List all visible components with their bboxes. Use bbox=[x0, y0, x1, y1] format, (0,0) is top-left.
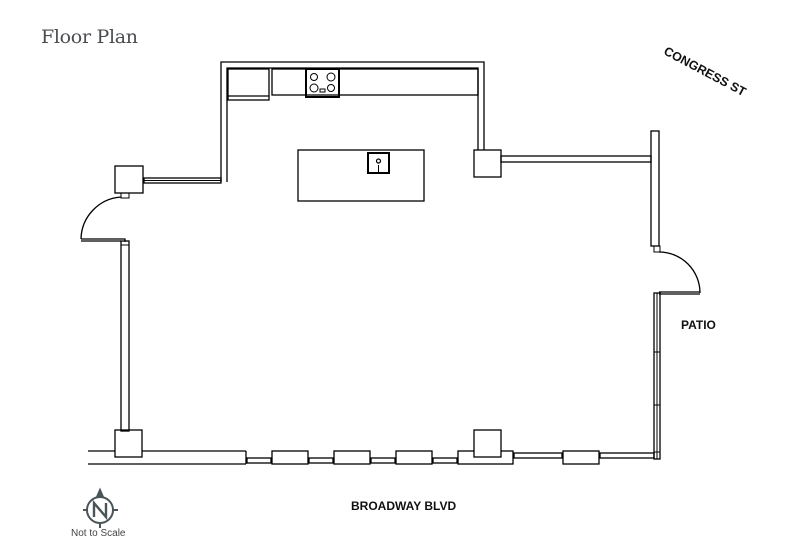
area-label-patio: PATIO bbox=[681, 318, 716, 332]
column bbox=[114, 429, 143, 458]
fridge-icon bbox=[227, 68, 270, 101]
north-west-window bbox=[143, 177, 222, 184]
column bbox=[473, 149, 502, 178]
east-window-wall bbox=[653, 292, 661, 460]
west-door bbox=[80, 196, 126, 242]
kitchen-walls bbox=[220, 61, 485, 182]
scale-note: Not to Scale bbox=[71, 528, 126, 539]
page-title: Floor Plan bbox=[41, 26, 138, 48]
street-label-broadway: BROADWAY BLVD bbox=[351, 499, 457, 513]
island-icon bbox=[297, 149, 425, 202]
south-wall bbox=[88, 429, 661, 465]
sink-icon bbox=[367, 152, 390, 174]
column bbox=[114, 165, 144, 194]
west-wall bbox=[120, 240, 130, 432]
column bbox=[473, 429, 502, 458]
stove-icon bbox=[305, 68, 340, 98]
kitchen-counter bbox=[271, 68, 479, 96]
east-wall bbox=[650, 130, 660, 247]
east-door bbox=[658, 251, 701, 295]
north-compass-icon bbox=[83, 487, 118, 528]
